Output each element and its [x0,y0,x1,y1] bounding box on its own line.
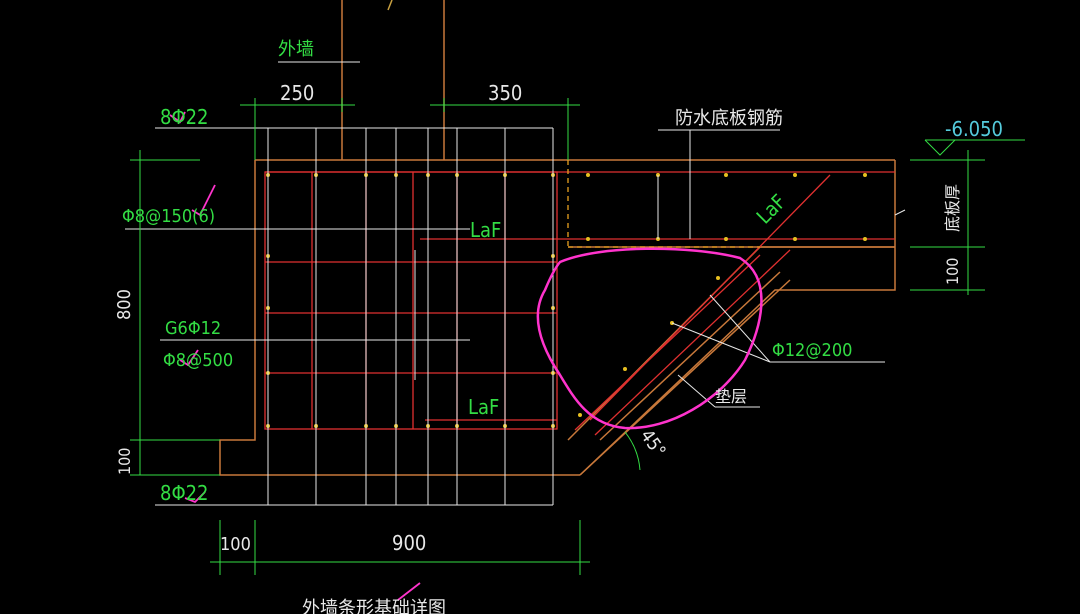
label-laf-bottom: LaF [468,395,499,419]
label-slab-thickness: 底板厚 [943,184,962,232]
label-side-bars: G6Φ12 [165,318,221,339]
dim-100-right: 100 [943,258,962,285]
text-labels: 外墙 250 350 8Φ22 防水底板钢筋 -6.050 Φ8@150(6) … [114,39,1003,614]
label-top-bars: 8Φ22 [160,105,209,129]
label-laf-top: LaF [470,218,501,242]
markup-annotations [169,111,763,601]
dim-900: 900 [392,531,426,555]
label-angle: 45° [636,426,670,462]
leader-lines [125,61,906,506]
label-tie-bars: Φ8@500 [163,350,233,371]
label-slope-rebar: Φ12@200 [772,340,852,361]
dim-800: 800 [114,289,135,320]
label-elevation: -6.050 [945,117,1003,141]
label-cushion: 垫层 [715,387,747,406]
dimension-lines [130,98,1025,575]
label-laf-slope: LaF [752,189,791,228]
dim-wall-right: 350 [488,81,522,105]
label-wall: 外墙 [278,39,314,60]
label-waterproof-rebar: 防水底板钢筋 [675,108,783,129]
label-bottom-bars: 8Φ22 [160,481,209,505]
label-stirrup: Φ8@150(6) [122,206,215,227]
caption: 外墙条形基础详图 [302,598,446,614]
dim-100-bottom: 100 [220,534,251,555]
dim-wall-left: 250 [280,81,314,105]
dim-100-left: 100 [115,448,134,475]
rebar-cage [264,160,895,436]
